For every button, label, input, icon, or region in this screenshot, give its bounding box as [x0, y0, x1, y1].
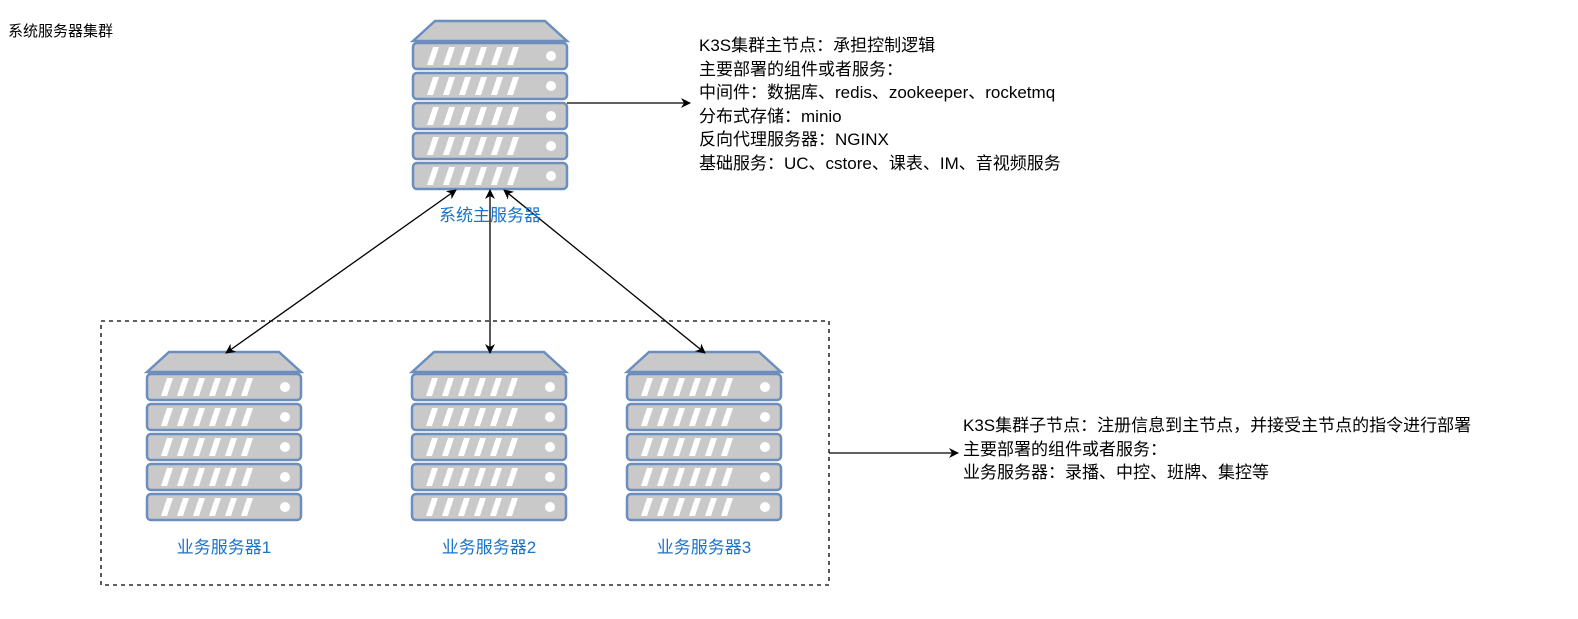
worker-server-3-label: 业务服务器3	[656, 538, 752, 557]
worker-note-line: 主要部署的组件或者服务：	[963, 439, 1167, 459]
worker-server-2-label: 业务服务器2	[441, 538, 537, 557]
worker-server-1-icon	[145, 350, 303, 522]
master-server-label: 系统主服务器	[439, 206, 541, 225]
master-server-icon	[411, 19, 569, 191]
master-note-line: 中间件：数据库、redis、zookeeper、rocketmq	[699, 83, 1056, 102]
master-note-line: 主要部署的组件或者服务：	[699, 59, 903, 79]
link-master-worker1	[225, 189, 457, 354]
master-note-line: 反向代理服务器：NGINX	[699, 130, 889, 149]
worker-notes: K3S集群子节点：注册信息到主节点，并接受主节点的指令进行部署 主要部署的组件或…	[963, 414, 1471, 485]
page-title: 系统服务器集群	[8, 23, 114, 40]
master-notes: K3S集群主节点：承担控制逻辑 主要部署的组件或者服务： 中间件：数据库、red…	[699, 34, 1061, 175]
worker-server-1-label: 业务服务器1	[176, 538, 272, 557]
link-master-worker3	[503, 189, 706, 354]
worker-note-line: 业务服务器：录播、中控、班牌、集控等	[963, 463, 1269, 482]
master-note-line: 基础服务：UC、cstore、课表、IM、音视频服务	[699, 153, 1061, 173]
master-note-line: K3S集群主节点：承担控制逻辑	[699, 36, 936, 55]
master-note-line: 分布式存储：minio	[699, 106, 842, 126]
worker-server-3-icon	[625, 350, 783, 522]
worker-server-2-icon	[410, 350, 568, 522]
worker-note-line: K3S集群子节点：注册信息到主节点，并接受主节点的指令进行部署	[963, 416, 1472, 435]
